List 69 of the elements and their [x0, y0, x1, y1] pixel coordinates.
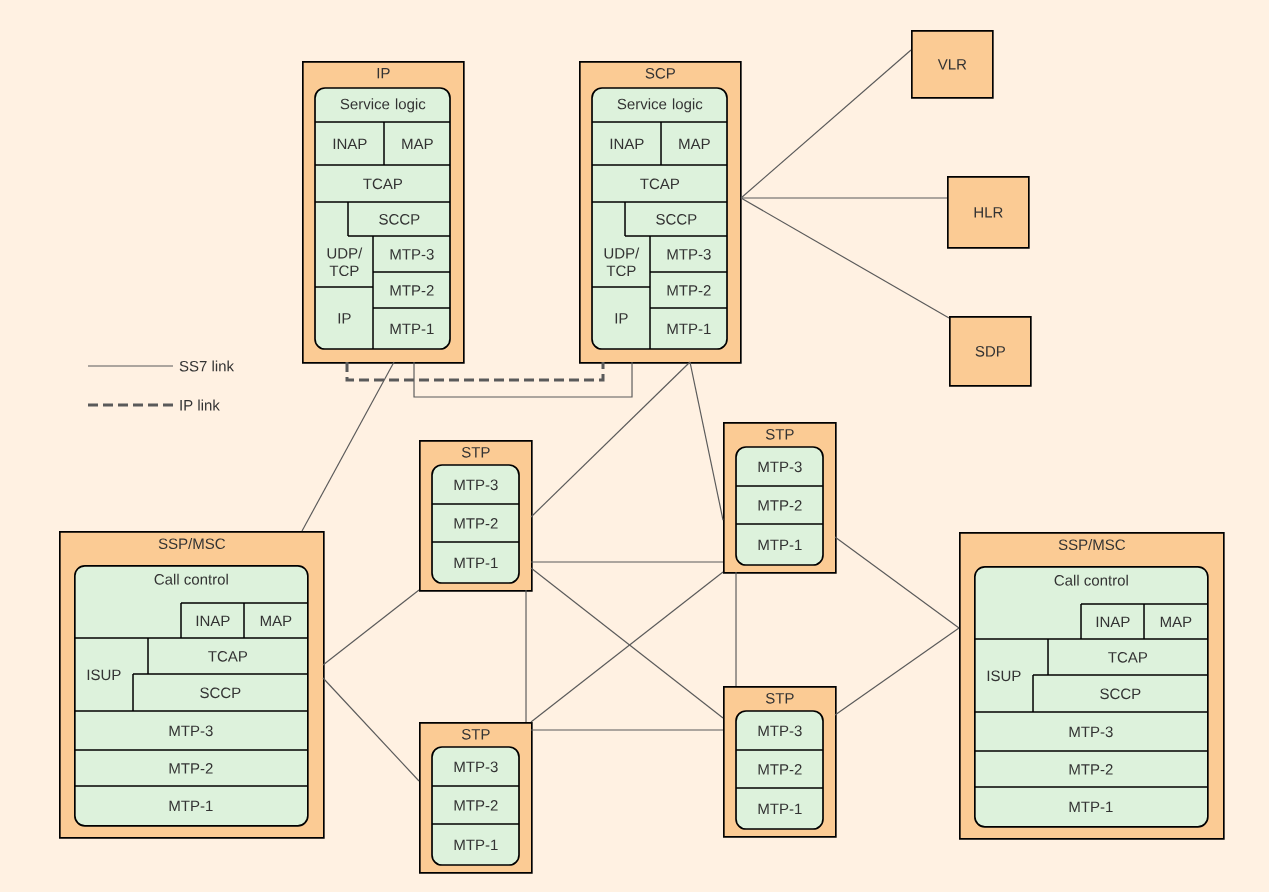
protocol-layer: MTP-1: [758, 803, 802, 814]
protocol-layer: TCAP: [363, 178, 403, 190]
link-line: [345, 362, 605, 382]
link-line: [740, 197, 948, 199]
protocol-layer: MTP-3: [169, 725, 213, 737]
protocol-layer: MTP-3: [454, 761, 498, 773]
protocol-layer: ISUP: [87, 669, 121, 681]
database-box: HLR: [947, 176, 1030, 249]
protocol-layer: MTP-2: [667, 285, 711, 296]
protocol-layer: MTP-3: [1069, 726, 1113, 738]
link-line: [413, 361, 633, 398]
link-line: [689, 361, 724, 521]
protocol-layer: IP: [338, 313, 351, 324]
protocol-layer: MTP-2: [390, 285, 434, 296]
protocol-layer: MTP-2: [758, 500, 802, 511]
link-line: [530, 561, 724, 563]
protocol-layer: INAP: [196, 615, 230, 626]
protocol-layer: UDP/ TCP: [327, 247, 363, 277]
protocol-layer: SCCP: [656, 214, 697, 225]
protocol-layer: INAP: [1096, 616, 1130, 627]
protocol-layer: MTP-3: [667, 249, 711, 260]
legend-label: IP link: [180, 399, 220, 411]
protocol-layer: MTP-3: [758, 461, 802, 473]
protocol-layer: IP: [615, 313, 628, 324]
protocol-layer: MTP-1: [1069, 801, 1113, 812]
protocol-layer: MTP-1: [454, 557, 498, 568]
link-line: [740, 197, 950, 319]
protocol-layer: SCCP: [1100, 688, 1141, 700]
protocol-layer: MAP: [402, 138, 433, 149]
link-line: [525, 589, 527, 723]
protocol-layer: MTP-2: [169, 763, 213, 774]
protocol-layer: SCCP: [379, 214, 420, 225]
protocol-layer: MTP-1: [454, 839, 498, 850]
protocol-layer: MAP: [260, 615, 292, 626]
protocol-layer: MTP-3: [390, 249, 434, 260]
protocol-layer: MTP-1: [667, 323, 711, 334]
protocol-layer: UDP/ TCP: [604, 247, 640, 277]
protocol-layer: SCCP: [200, 687, 241, 699]
database-box: SDP: [949, 316, 1032, 387]
protocol-layer: TCAP: [1108, 652, 1148, 663]
protocol-layer: MTP-1: [390, 323, 434, 334]
protocol-layer: MAP: [1160, 616, 1192, 627]
database-box: VLR: [911, 30, 994, 99]
protocol-layer: Service logic: [617, 98, 703, 113]
link-line: [740, 49, 912, 199]
link-line: [322, 589, 420, 666]
link-line: [301, 361, 395, 532]
protocol-layer: TCAP: [208, 651, 248, 662]
protocol-layer: TCAP: [640, 178, 680, 190]
protocol-layer: MTP-3: [758, 725, 802, 737]
protocol-layer: MTP-2: [454, 800, 498, 811]
link-line: [530, 361, 691, 518]
legend-label: SS7 link: [179, 360, 235, 372]
protocol-layer: MTP-2: [758, 764, 802, 775]
protocol-layer: Service logic: [340, 98, 426, 113]
protocol-layer: MTP-2: [454, 518, 498, 529]
protocol-layer: MTP-3: [454, 479, 498, 491]
link-line: [735, 571, 737, 687]
link-line: [834, 627, 960, 716]
protocol-layer: INAP: [610, 138, 644, 149]
link-line: [322, 677, 420, 782]
protocol-layer: INAP: [333, 138, 367, 149]
link-line: [530, 729, 724, 731]
protocol-layer: MAP: [679, 138, 710, 149]
protocol-layer: ISUP: [987, 670, 1021, 682]
protocol-layer: MTP-1: [169, 800, 213, 811]
protocol-layer: MTP-1: [758, 539, 802, 550]
link-line: [834, 536, 960, 629]
protocol-layer: MTP-2: [1069, 764, 1113, 775]
